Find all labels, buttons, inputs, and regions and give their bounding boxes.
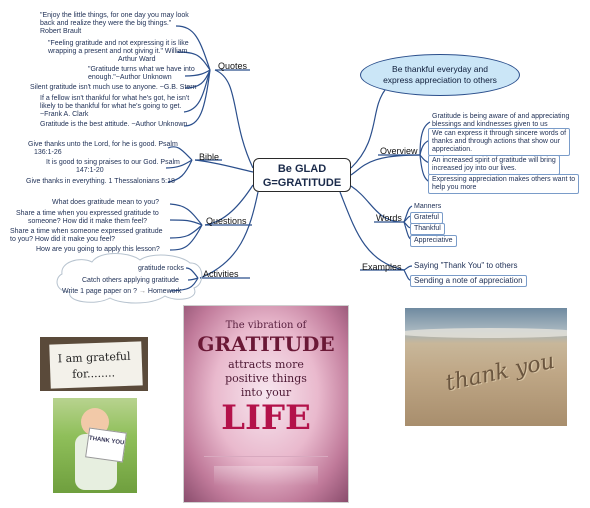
overview-item[interactable]: An increased spirit of gratitude will br… [428,155,560,175]
word-item[interactable]: Appreciative [410,235,457,247]
link-arrow-icon: → [138,288,146,295]
bible-item[interactable]: It is good to sing praises to our God. P… [46,159,180,174]
branch-quotes[interactable]: Quotes [218,61,248,71]
example-item[interactable]: Saying "Thank You" to others [414,261,518,270]
activity-item[interactable]: gratitude rocks [138,265,184,272]
question-item[interactable]: How are you going to apply this lesson? [36,246,160,253]
child-thank-you-image: THANK YOU [53,398,137,493]
overview-item[interactable]: Gratitude is being aware of and apprecia… [432,113,570,128]
activity-item[interactable]: Catch others applying gratitude [82,277,179,284]
poster-line1: The vibration of [225,320,307,331]
branch-overview[interactable]: Overview [380,146,418,156]
word-item[interactable]: Manners [414,203,442,210]
overview-item[interactable]: We can express it through sincere words … [428,128,571,156]
beach-thank-you-image: thank you [405,308,567,426]
bible-item[interactable]: Give thanks in everything. 1 Thessalonia… [26,178,175,185]
activities-cloud [56,253,203,304]
word-item[interactable]: Thankful [410,223,445,235]
beach-text: thank you [443,348,557,397]
central-topic-line1: Be GLAD [277,163,327,175]
poster-footer-glow [214,466,318,486]
poster-divider [204,456,328,457]
grateful-note-image: I am grateful for........ [40,337,148,391]
central-topic-line2: G=GRATITUDE [262,177,342,189]
callout-line1: Be thankful everyday and [392,64,488,74]
note-line2: for........ [72,366,116,381]
quote-item[interactable]: "Feeling gratitude and not expressing it… [48,40,189,63]
question-item[interactable]: Share a time when someone expressed grat… [10,228,163,243]
central-topic[interactable]: Be GLAD G=GRATITUDE [253,158,351,192]
quote-item[interactable]: If a fellow isn't thankful for what he's… [40,95,190,118]
activity-item[interactable]: Write 1 page paper on ? → Homework [62,288,182,295]
poster-line3: attracts more [228,358,304,371]
note-line1: I am grateful [57,349,131,366]
gratitude-poster-image: The vibration of GRATITUDE attracts more… [183,305,349,503]
quote-item[interactable]: "Enjoy the little things, for one day yo… [40,12,189,35]
branch-activities[interactable]: Activities [203,269,239,279]
poster-line6: LIFE [221,398,311,438]
poster-line4: positive things [225,372,307,385]
callout-bubble[interactable]: Be thankful everyday and express appreci… [360,54,520,96]
beach-water [405,308,567,330]
example-item[interactable]: Sending a note of appreciation [410,275,527,287]
bible-item[interactable]: Give thanks unto the Lord, for he is goo… [28,141,178,156]
branch-questions[interactable]: Questions [206,216,247,226]
beach-foam [405,328,567,338]
quote-item[interactable]: Gratitude is the best attitude. ~Author … [40,121,188,128]
homework-link[interactable]: Homework [147,288,182,295]
poster-line5: into your [240,386,292,399]
callout-line2: express appreciation to others [383,75,497,85]
branch-words[interactable]: Words [376,213,402,223]
branch-examples[interactable]: Examples [362,262,402,272]
question-item[interactable]: Share a time when you expressed gratitud… [16,210,159,225]
poster-line2: GRATITUDE [197,332,335,356]
question-item[interactable]: What does gratitude mean to you? [52,199,160,206]
overview-item[interactable]: Expressing appreciation makes others wan… [428,174,580,194]
branch-bible[interactable]: Bible [199,152,220,162]
thank-you-sign: THANK YOU [85,427,127,463]
quote-item[interactable]: Silent gratitude isn't much use to anyon… [30,84,197,91]
